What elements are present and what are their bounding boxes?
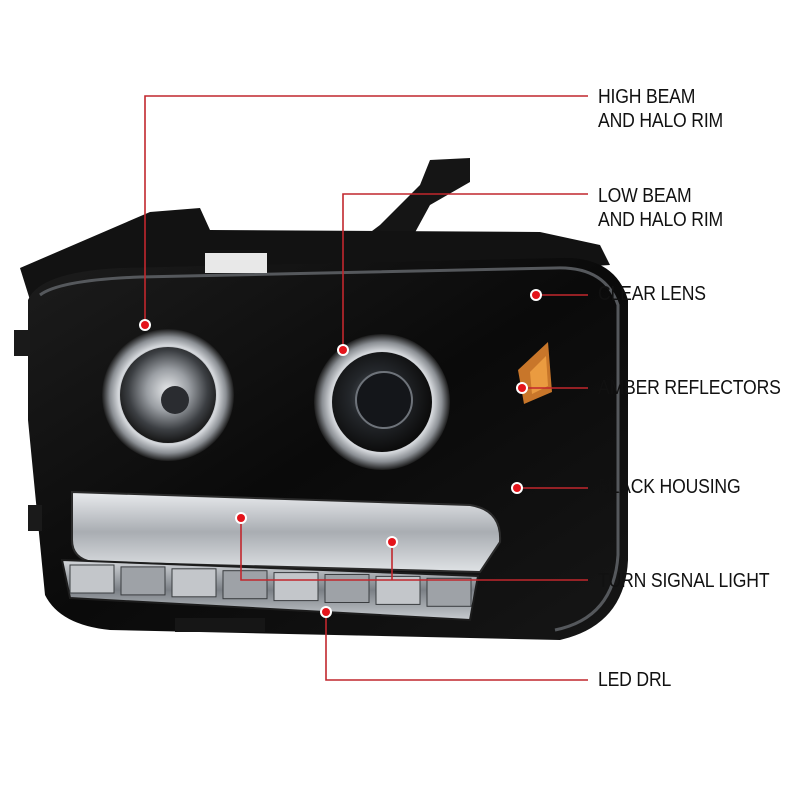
- clear-lens-surface: [39, 266, 620, 632]
- callout-label-line: AND HALO RIM: [598, 209, 724, 231]
- marker-dot: [339, 346, 347, 354]
- high-beam-bulb: [161, 386, 189, 414]
- callout-leaders: [139, 95, 588, 681]
- callout-label-line: HIGH BEAM: [598, 86, 696, 108]
- marker-dot: [237, 514, 245, 522]
- low-beam-unit: [314, 334, 450, 470]
- marker-dot: [141, 321, 149, 329]
- led-cell: [375, 575, 421, 605]
- headlight-assembly: [14, 158, 628, 640]
- low-beam-lens: [355, 371, 413, 429]
- led-cell: [222, 570, 268, 600]
- bottom-tab: [175, 618, 265, 632]
- leader-line: [144, 95, 588, 325]
- side-tab: [14, 330, 30, 356]
- marker-dot: [513, 484, 521, 492]
- callout-label-line: AND HALO RIM: [598, 110, 724, 132]
- led-cell: [426, 577, 472, 607]
- led-drl-strip: [60, 558, 480, 622]
- led-cell: [273, 572, 319, 602]
- amber-reflector-highlight: [530, 356, 548, 394]
- callout-label-high-beam: HIGH BEAM AND HALO RIM: [598, 85, 723, 133]
- led-cells: [69, 564, 472, 607]
- led-cell: [171, 568, 217, 598]
- callout-label-line: TURN SIGNAL LIGHT: [598, 570, 770, 592]
- leader-line: [240, 518, 588, 581]
- turn-signal-bar: [71, 490, 502, 574]
- callout-label-clear-lens: CLEAR LENS: [598, 282, 706, 306]
- callout-label-line: AMBER REFLECTORS: [598, 377, 781, 399]
- marker-dot: [518, 384, 526, 392]
- led-cell: [69, 564, 115, 594]
- callout-label-low-beam: LOW BEAM AND HALO RIM: [598, 184, 723, 232]
- led-cell: [324, 574, 370, 603]
- marker-dot: [388, 538, 396, 546]
- marker-dot: [322, 608, 330, 616]
- callout-label-line: LED DRL: [598, 669, 672, 691]
- leader-line: [342, 193, 588, 350]
- led-cell: [120, 566, 166, 596]
- callout-label-turn-signal: TURN SIGNAL LIGHT: [598, 569, 770, 593]
- label-sticker: [205, 253, 267, 273]
- callout-label-amber-reflectors: AMBER REFLECTORS: [598, 376, 781, 400]
- side-tab: [28, 505, 42, 531]
- callout-label-led-drl: LED DRL: [598, 668, 671, 692]
- high-beam-unit: [102, 329, 234, 461]
- callout-label-black-housing: BLACK HOUSING: [598, 475, 741, 499]
- marker-dot: [532, 291, 540, 299]
- callout-label-line: LOW BEAM: [598, 185, 692, 207]
- leader-line: [325, 612, 588, 681]
- callout-label-line: CLEAR LENS: [598, 283, 706, 305]
- callout-label-line: BLACK HOUSING: [598, 476, 741, 498]
